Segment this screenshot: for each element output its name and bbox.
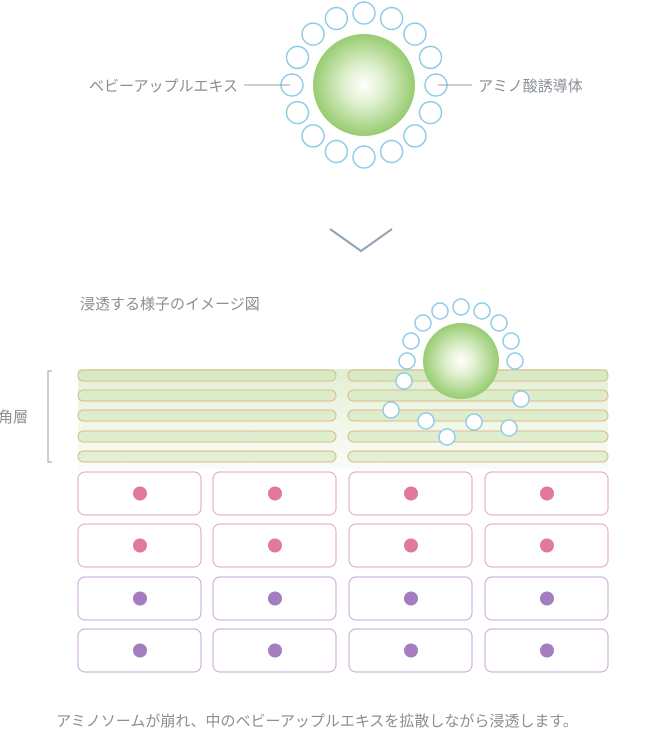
- cell-nucleus: [268, 643, 282, 658]
- amino-acid-bubble: [301, 124, 325, 148]
- amino-acid-bubble: [418, 100, 443, 125]
- corneum-stripe: [77, 389, 337, 402]
- amino-acid-bubble: [403, 124, 427, 148]
- amino-acid-bubble: [379, 6, 404, 31]
- caption: アミノソームが崩れ、中のベビーアップルエキスを拡散しながら浸透します。: [56, 712, 578, 730]
- amino-acid-bubble: [379, 139, 404, 164]
- amino-acid-bubble: [452, 298, 470, 316]
- amino-acid-bubble: [285, 45, 310, 70]
- cell-nucleus: [540, 538, 554, 553]
- amino-acid-bubble: [285, 100, 310, 125]
- cell-nucleus: [404, 538, 418, 553]
- cell-nucleus: [133, 486, 147, 501]
- amino-acid-bubble: [473, 302, 491, 320]
- cell-nucleus: [268, 486, 282, 501]
- label-amino-acid-derivative: アミノ酸誘導体: [478, 77, 583, 95]
- corneum-stripe: [77, 369, 337, 382]
- penetrating-core: [423, 323, 499, 399]
- amino-acid-bubble: [403, 22, 427, 46]
- amino-acid-bubble: [431, 302, 449, 320]
- amino-acid-bubble: [490, 314, 508, 332]
- amino-acid-bubble: [402, 332, 420, 350]
- chevron-down-icon: [329, 228, 393, 253]
- cell-nucleus: [540, 643, 554, 658]
- skin-cell-grid: [77, 471, 609, 673]
- layer-label: 角層: [0, 408, 28, 426]
- amino-acid-bubble: [502, 332, 520, 350]
- cell-nucleus: [133, 538, 147, 553]
- corneum-stripe: [77, 430, 337, 443]
- amino-acid-bubble: [352, 1, 376, 25]
- amino-acid-bubble: [382, 401, 400, 419]
- layer-bracket: [47, 370, 52, 463]
- amino-acid-bubble: [324, 6, 349, 31]
- cell-nucleus: [540, 591, 554, 606]
- amino-acid-bubble: [324, 139, 349, 164]
- amino-acid-bubble: [438, 428, 456, 446]
- corneum-stripe: [77, 409, 337, 422]
- cell-nucleus: [268, 591, 282, 606]
- label-baby-apple-extract: ベビーアップルエキス: [89, 77, 238, 95]
- corneum-stripe: [77, 450, 337, 463]
- amino-acid-bubble: [395, 372, 413, 390]
- cell-nucleus: [133, 643, 147, 658]
- amino-acid-bubble: [500, 419, 518, 437]
- penetrating-bubbles: [382, 298, 530, 446]
- section-title: 浸透する様子のイメージ図: [80, 295, 260, 313]
- amino-acid-bubble: [512, 390, 530, 408]
- cell-nucleus: [404, 591, 418, 606]
- amino-acid-bubble: [352, 145, 376, 169]
- aminosome-illustration: [280, 1, 448, 169]
- amino-acid-bubble: [465, 413, 483, 431]
- amino-acid-bubble: [301, 22, 325, 46]
- penetrating-aminosome: [382, 298, 530, 446]
- cell-nucleus: [268, 538, 282, 553]
- stratum-corneum: [77, 369, 609, 469]
- amino-acid-bubble: [398, 352, 416, 370]
- amino-acid-bubble-ring: [280, 1, 448, 169]
- amino-acid-bubble: [506, 352, 524, 370]
- cell-nucleus: [404, 486, 418, 501]
- cell-nucleus: [404, 643, 418, 658]
- amino-acid-bubble: [414, 314, 432, 332]
- corneum-stripe: [347, 450, 609, 463]
- amino-acid-bubble: [418, 45, 443, 70]
- baby-apple-extract-core: [313, 34, 415, 136]
- cell-nucleus: [133, 591, 147, 606]
- corneum-stripe: [347, 430, 609, 443]
- amino-acid-bubble: [417, 412, 435, 430]
- cell-nucleus: [540, 486, 554, 501]
